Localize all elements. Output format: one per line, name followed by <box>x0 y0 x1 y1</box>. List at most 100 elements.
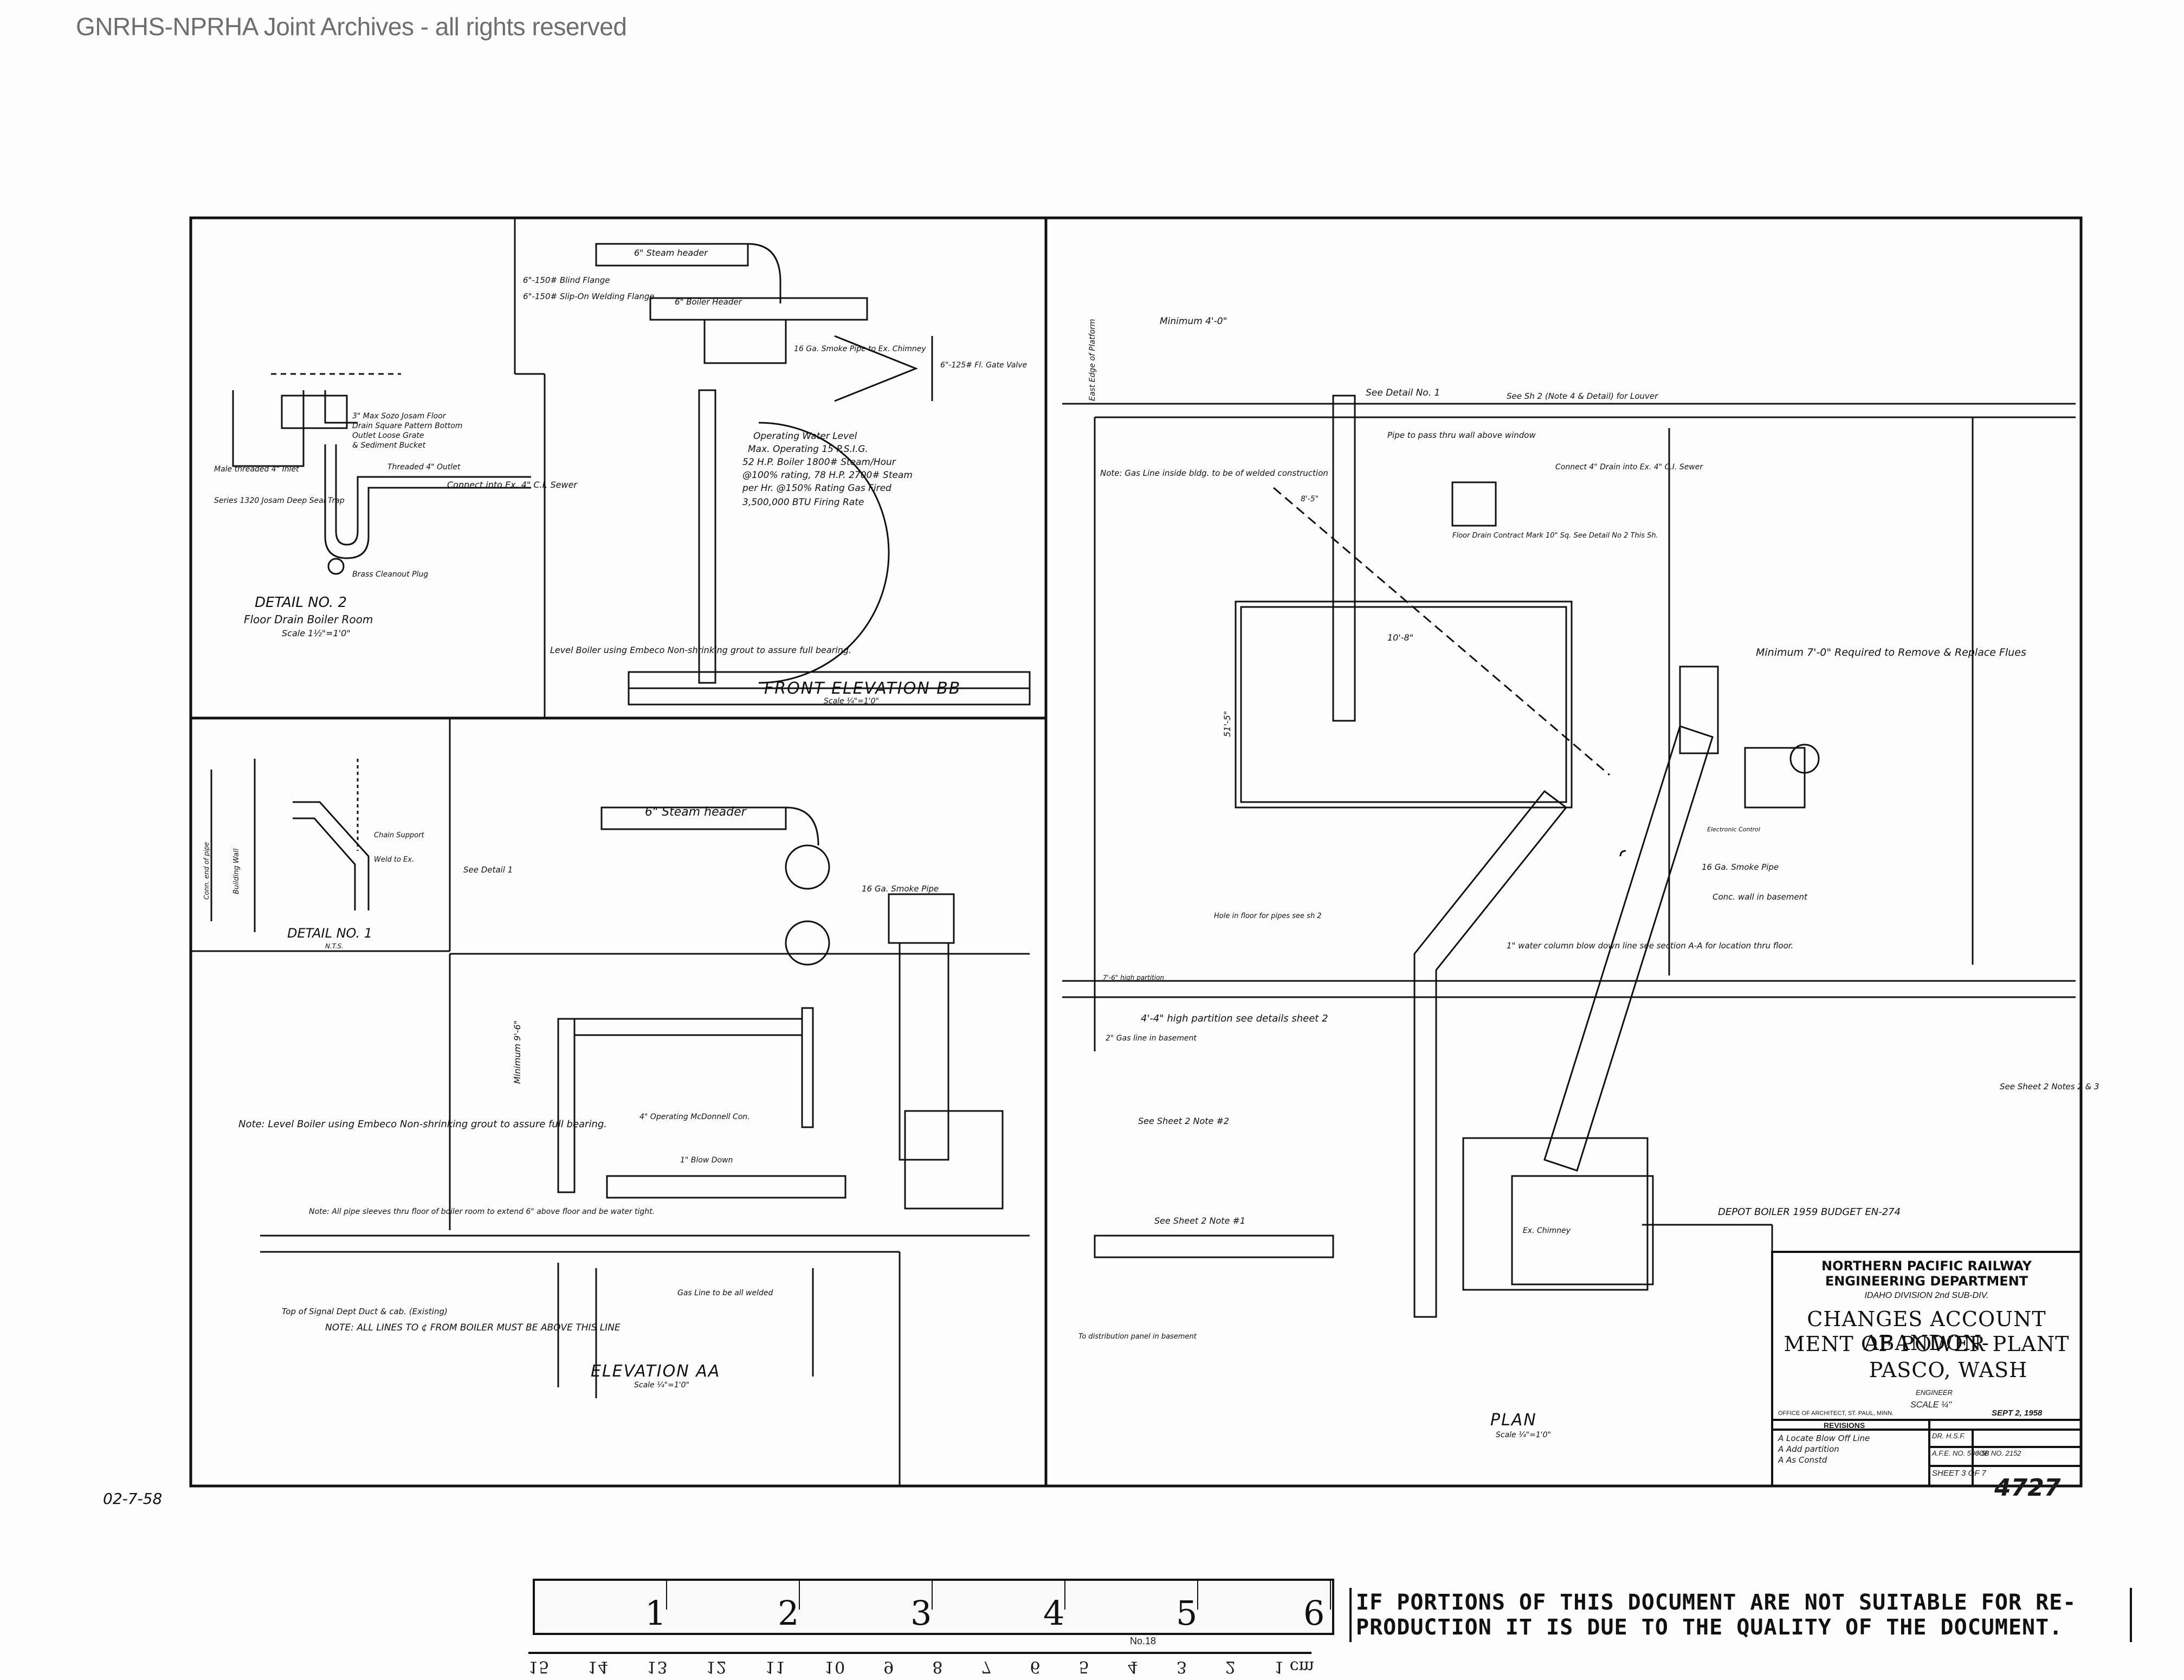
title-block-frame <box>1771 1251 2082 1487</box>
sheet-number: SHEET 3 OF 7 <box>1932 1469 1986 1478</box>
detail-1-note-0: Chain Support <box>374 831 425 839</box>
plan-note-13: 1" water column blow down line see secti… <box>1507 941 1793 951</box>
elevation-aa-sketch <box>260 806 1030 1486</box>
elevation-aa-note-0: 6" Steam header <box>645 805 747 819</box>
plan-note-3: See Sh 2 (Note 4 & Detail) for Louver <box>1507 391 1658 401</box>
ruler-cm-label: 15 <box>528 1657 550 1676</box>
detail-1-title: DETAIL NO. 1 <box>287 926 372 941</box>
plan-note-4: Pipe to pass thru wall above window <box>1387 430 1536 440</box>
plan-sketch <box>1062 395 2076 1318</box>
ruler-inch-1: 1 <box>645 1593 667 1633</box>
front-elevation-note-1: 6"-150# Blind Flange <box>523 275 610 285</box>
revision-mark-icon: A <box>1778 1433 1784 1443</box>
detail-2-note-1: Drain Square Pattern Bottom <box>352 422 462 430</box>
ruler-cm-label: 8 <box>932 1657 943 1676</box>
reproduction-notice: IF PORTIONS OF THIS DOCUMENT ARE NOT SUI… <box>1349 1588 2132 1642</box>
plan-note-8: Minimum 7'-0" Required to Remove & Repla… <box>1756 647 2026 658</box>
ruler-inch-3: 3 <box>910 1593 932 1633</box>
plan-title: PLAN <box>1490 1411 1537 1430</box>
plan-note-16: 2" Gas line in basement <box>1106 1034 1197 1043</box>
plan-note-9: 16 Ga. Smoke Pipe <box>1702 862 1779 872</box>
ruler-cm-label: 4 <box>1127 1657 1138 1676</box>
department-name: ENGINEERING DEPARTMENT <box>1825 1274 2028 1289</box>
archive-number: 4727 <box>1994 1474 2061 1502</box>
detail-1-sketch <box>210 759 370 932</box>
elevation-aa-note-2: See Detail 1 <box>463 865 513 875</box>
front-elevation-scale: Scale ¼"=1'0" <box>824 697 879 706</box>
elevation-aa-note-3: Minimum 9'-6" <box>512 1020 522 1084</box>
ruler-cm-scale: 15 14 13 12 11 10 9 8 7 6 5 4 3 2 1 cm <box>528 1657 1314 1676</box>
detail-1-note-3: Conn. end of pipe <box>203 842 210 900</box>
drawing-location: PASCO, WASH <box>1869 1358 2028 1382</box>
plan-note-19: See Sheet 2 Notes 2 & 3 <box>2000 1082 2099 1091</box>
ruler <box>528 1579 1334 1654</box>
plan-note-1: Minimum 4'-0" <box>1160 316 1227 327</box>
revision-mark-icon: A <box>1778 1455 1784 1465</box>
archive-watermark: GNRHS-NPRHA Joint Archives - all rights … <box>76 12 627 41</box>
office-line: OFFICE OF ARCHITECT, ST. PAUL, MINN. <box>1778 1410 1894 1417</box>
front-elevation-note-2: 6"-150# Slip-On Welding Flange <box>523 292 655 301</box>
drawing-scale: SCALE ¼" <box>1910 1400 1952 1410</box>
revision-text: Locate Blow Off Line <box>1786 1433 1870 1443</box>
plan-note-24: 8'-5" <box>1301 495 1319 503</box>
ruler-maker: No.18 <box>1130 1636 1156 1646</box>
plan-note-21: To distribution panel in basement <box>1078 1333 1197 1341</box>
plan-note-11: Electronic Control <box>1707 826 1760 833</box>
ruler-cm-label: 3 <box>1176 1657 1187 1676</box>
ruler-cm-label: 9 <box>883 1657 894 1676</box>
detail-2-scale: Scale 1½"=1'0" <box>282 628 351 638</box>
detail-2-note-2: Outlet Loose Grate <box>352 431 424 440</box>
plan-note-20: Ex. Chimney <box>1523 1226 1571 1235</box>
elevation-aa-title: ELEVATION AA <box>591 1362 720 1381</box>
ruler-cm-label: 14 <box>587 1657 609 1676</box>
plan-scale: Scale ¼"=1'0" <box>1496 1431 1551 1439</box>
drawing-title-line-2: MENT OF POWER PLANT <box>1784 1332 2070 1356</box>
notice-line-2: PRODUCTION IT IS DUE TO THE QUALITY OF T… <box>1356 1615 2063 1640</box>
ruler-cm-label: 1 cm <box>1274 1657 1314 1676</box>
elevation-aa-note-4: 1" Blow Down <box>680 1156 733 1165</box>
plan-note-2: See Detail No. 1 <box>1366 387 1440 398</box>
front-elevation-note-4: 16 Ga. Smoke Pipe to Ex. Chimney <box>794 345 926 353</box>
detail-2-note-3: & Sediment Bucket <box>352 441 426 450</box>
front-elevation-note-7: Max. Operating 15 P.S.I.G. <box>748 444 868 455</box>
elevation-aa-note-5: 4" Operating McDonnell Con. <box>639 1113 750 1121</box>
margin-code: 02-7-58 <box>103 1490 162 1508</box>
plan-note-0: East Edge of Platform <box>1088 319 1097 401</box>
depot-budget-note: DEPOT BOILER 1959 BUDGET EN-274 <box>1718 1206 1901 1218</box>
title-block: NORTHERN PACIFIC RAILWAY ENGINEERING DEP… <box>1775 1253 2078 1485</box>
drawing-title-line-1: CHANGES ACCOUNT ABANDON- <box>1807 1307 2046 1355</box>
revision-row-3: A As Constd <box>1778 1455 1827 1465</box>
afe-number: A.F.E. NO. 506-58 <box>1932 1449 1989 1457</box>
ruler-cm-label: 12 <box>706 1657 727 1676</box>
plan-note-5: Note: Gas Line inside bldg. to be of wel… <box>1100 468 1328 478</box>
ruler-cm-label: 7 <box>981 1657 992 1676</box>
detail-2-note-6: Threaded 4" Outlet <box>387 463 461 471</box>
revision-row-2: A Add partition <box>1778 1444 1839 1454</box>
plan-note-14: 7'-6" high partition <box>1103 974 1164 981</box>
front-elevation-note-10: per Hr. @150% Rating Gas Fired <box>742 483 891 494</box>
ruler-inch-5: 5 <box>1176 1593 1198 1633</box>
job-number: JOB NO. 2152 <box>1975 1449 2021 1457</box>
detail-2-sketch <box>232 373 531 575</box>
ruler-cm-label: 13 <box>647 1657 668 1676</box>
elevation-aa-note-6: Note: Level Boiler using Embeco Non-shri… <box>238 1119 607 1130</box>
front-elevation-note-12: Level Boiler using Embeco Non-shrinking … <box>550 645 851 655</box>
plan-note-18: See Sheet 2 Note #1 <box>1154 1216 1245 1226</box>
detail-2-note-4: Male threaded 4" Inlet <box>214 465 299 474</box>
ruler-inch-6: 6 <box>1303 1593 1325 1633</box>
detail-1-note-1: Weld to Ex. <box>374 856 414 864</box>
plan-note-6: Connect 4" Drain into Ex. 4" C.I. Sewer <box>1555 463 1703 471</box>
elevation-aa-note-1: 16 Ga. Smoke Pipe <box>862 884 939 894</box>
front-elevation-title: FRONT ELEVATION BB <box>764 679 961 698</box>
revision-text: As Constd <box>1786 1455 1827 1465</box>
detail-2-note-8: Brass Cleanout Plug <box>352 570 428 579</box>
elevation-aa-note-9: NOTE: ALL LINES TO ¢ FROM BOILER MUST BE… <box>325 1322 621 1333</box>
elevation-aa-note-10: Gas Line to be all welded <box>677 1289 773 1297</box>
sheet-frame <box>189 216 2083 1488</box>
front-elevation-note-9: @100% rating, 78 H.P. 2700# Steam <box>742 470 913 481</box>
division-line: IDAHO DIVISION 2nd SUB-DIV. <box>1864 1291 1989 1300</box>
detail-1-note-2: Building Wall <box>232 848 241 894</box>
ruler-cm-label: 11 <box>765 1657 786 1676</box>
ruler-inch-2: 2 <box>778 1593 799 1633</box>
